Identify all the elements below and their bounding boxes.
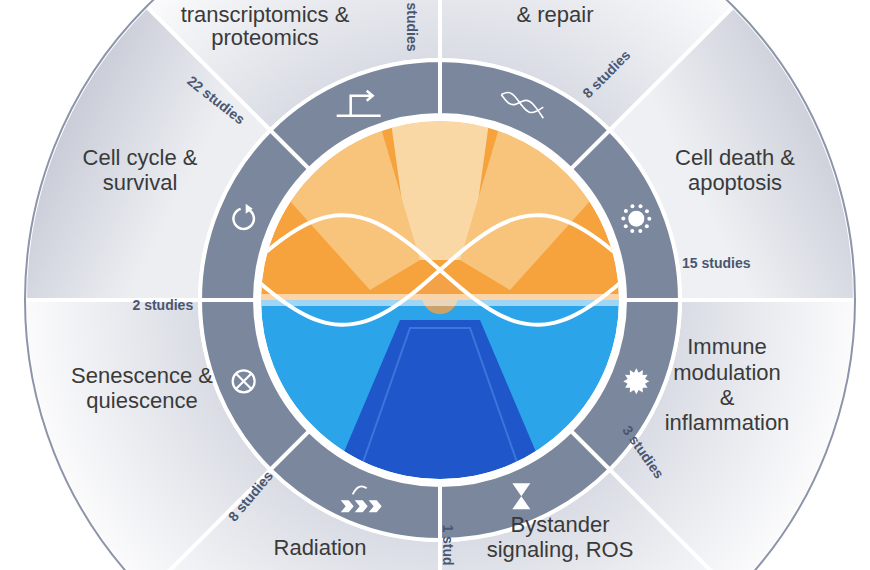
segment-label: Bystander signaling, ROS [478,512,643,563]
segment-icon [337,91,381,116]
segment-title: Radiation [255,535,385,560]
segment-title: Cell death & apoptosis [668,145,803,196]
segment-icon [623,368,649,394]
segment-icon [512,483,530,509]
segment-label: Cell death & apoptosis [668,145,803,196]
study-count: 15 studies [682,255,750,271]
study-count: studies [403,2,419,51]
segment-label: Radiation [255,535,385,560]
study-count: 8 studies [224,468,275,525]
outer-rim [25,0,855,570]
segment-title: transcriptomics & proteomics [178,3,353,49]
segment-label: Cell cycle & survival [78,145,203,196]
segment-icon [621,204,651,233]
study-count: 22 studies [184,73,248,128]
segment-icon [232,204,255,231]
segment-title: Immune modulation & inflammation [665,334,790,435]
segment-label: Immune modulation & inflammation [665,334,790,435]
study-count: 3 studies [619,423,667,482]
center-emblem [250,115,630,485]
segment-title: Cell cycle & survival [78,145,203,196]
segment-label: & repair [495,2,615,27]
segment-title: & repair [495,2,615,27]
study-count: 8 studies [579,47,633,101]
study-count: 1 stud [439,524,455,565]
segment-icon [341,486,382,512]
segment-title: Senescence & quiescence [70,363,215,414]
segment-icon [233,370,255,392]
study-count: 2 studies [133,297,194,313]
segment-icon [501,93,543,119]
segment-title: Bystander signaling, ROS [478,512,643,563]
segment-label: Senescence & quiescence [70,363,215,414]
segment-label: transcriptomics & proteomics [178,3,353,49]
